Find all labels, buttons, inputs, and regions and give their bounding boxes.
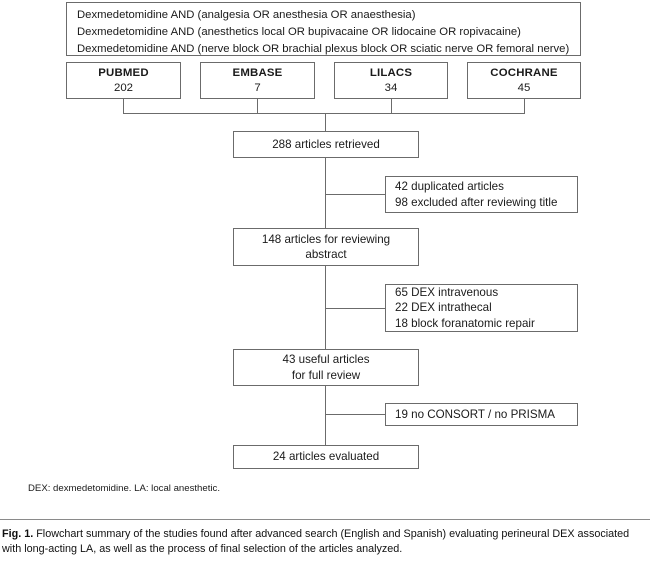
connector-branch-exclusion-2 bbox=[325, 308, 385, 309]
stage-box-retrieved: 288 articles retrieved bbox=[233, 131, 419, 158]
exclusion-box-consort-prisma: 19 no CONSORT / no PRISMA bbox=[385, 403, 578, 426]
figure-caption-label: Fig. 1. bbox=[2, 528, 34, 540]
search-query-box: Dexmedetomidine AND (analgesia OR anesth… bbox=[66, 2, 581, 56]
database-count-pubmed: 202 bbox=[113, 81, 133, 94]
stage-box-evaluated: 24 articles evaluated bbox=[233, 445, 419, 469]
database-name-pubmed: PUBMED bbox=[98, 66, 149, 79]
connector-cochrane-drop bbox=[524, 99, 525, 114]
stage-evaluated-line-1: 24 articles evaluated bbox=[272, 450, 380, 464]
database-count-embase: 7 bbox=[254, 81, 261, 94]
figure-caption-text: Flowchart summary of the studies found a… bbox=[2, 528, 630, 556]
exclusion-box-dex-routes: 65 DEX intravenous 22 DEX intrathecal 18… bbox=[385, 284, 578, 332]
database-box-lilacs: LILACS 34 bbox=[334, 62, 448, 99]
exclusion-2-line-2: 22 DEX intrathecal bbox=[395, 301, 492, 315]
database-box-cochrane: COCHRANE 45 bbox=[467, 62, 581, 99]
exclusion-3-line-1: 19 no CONSORT / no PRISMA bbox=[395, 407, 556, 421]
query-line-1: Dexmedetomidine AND (analgesia OR anesth… bbox=[77, 9, 416, 21]
stage-abstract-line-1: 148 articles for reviewing bbox=[261, 232, 391, 246]
database-name-embase: EMBASE bbox=[232, 66, 283, 79]
exclusion-1-line-1: 42 duplicated articles bbox=[395, 180, 504, 194]
stage-abstract-line-2: abstract bbox=[305, 248, 347, 261]
connector-useful-to-evaluated bbox=[325, 386, 326, 445]
connector-pubmed-drop bbox=[123, 99, 124, 114]
exclusion-2-line-3: 18 block foranatomic repair bbox=[395, 316, 535, 330]
caption-divider bbox=[0, 519, 650, 520]
connector-retrieved-to-abstract bbox=[325, 158, 326, 228]
database-count-lilacs: 34 bbox=[384, 81, 398, 94]
exclusion-box-duplicates-titles: 42 duplicated articles 98 excluded after… bbox=[385, 176, 578, 213]
database-name-cochrane: COCHRANE bbox=[490, 66, 558, 79]
database-name-lilacs: LILACS bbox=[369, 66, 413, 79]
database-count-cochrane: 45 bbox=[517, 81, 531, 94]
connector-branch-exclusion-1 bbox=[325, 194, 385, 195]
stage-retrieved-line-1: 288 articles retrieved bbox=[272, 137, 380, 151]
connector-embase-drop bbox=[257, 99, 258, 114]
stage-useful-line-1: 43 useful articles bbox=[282, 353, 370, 367]
connector-branch-exclusion-3 bbox=[325, 414, 385, 415]
exclusion-1-line-2: 98 excluded after reviewing title bbox=[395, 195, 558, 209]
connector-databases-bus bbox=[123, 113, 525, 114]
query-line-3: Dexmedetomidine AND (nerve block OR brac… bbox=[77, 43, 570, 56]
connector-abstract-to-useful bbox=[325, 266, 326, 349]
connector-bus-to-retrieved bbox=[325, 113, 326, 132]
database-box-pubmed: PUBMED 202 bbox=[66, 62, 181, 99]
connector-lilacs-drop bbox=[391, 99, 392, 114]
exclusion-2-line-1: 65 DEX intravenous bbox=[395, 286, 499, 300]
query-line-2: Dexmedetomidine AND (anesthetics local O… bbox=[77, 26, 521, 39]
stage-box-abstract-review: 148 articles for reviewing abstract bbox=[233, 228, 419, 266]
database-box-embase: EMBASE 7 bbox=[200, 62, 315, 99]
stage-useful-line-2: for full review bbox=[291, 368, 361, 382]
figure-caption: Fig. 1. Flowchart summary of the studies… bbox=[2, 527, 648, 558]
stage-box-useful-articles: 43 useful articles for full review bbox=[233, 349, 419, 386]
abbreviations-footnote: DEX: dexmedetomidine. LA: local anesthet… bbox=[28, 483, 220, 494]
